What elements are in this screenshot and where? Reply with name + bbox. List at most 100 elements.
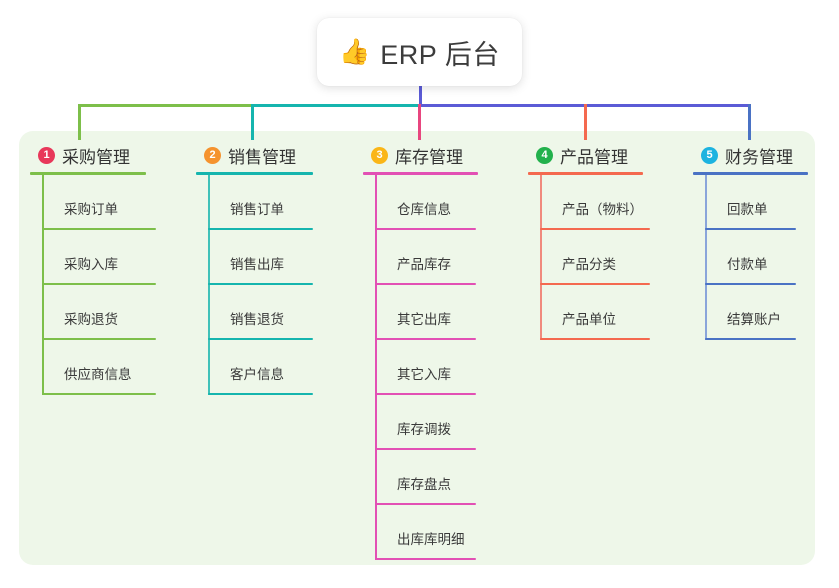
leaf-label: 其它出库: [397, 312, 451, 327]
leaf-label: 销售订单: [230, 202, 284, 217]
branch-header-1[interactable]: 1 采购管理: [30, 143, 146, 167]
branch-title-4: 产品管理: [560, 147, 628, 167]
thumbs-up-icon: 👍: [339, 37, 371, 66]
leaf-item[interactable]: 回款单: [693, 175, 808, 230]
branch-underline-2: [196, 172, 313, 175]
leaf-label: 库存盘点: [397, 477, 451, 492]
branch-items-3: 仓库信息产品库存其它出库其它入库库存调拨库存盘点出库库明细: [363, 175, 478, 560]
branch-badge-5: 5: [701, 146, 718, 164]
branch-spine-3: [375, 175, 377, 560]
branch-underline-1: [30, 172, 146, 175]
branch-badge-1: 1: [38, 146, 55, 164]
branch-column-2[interactable]: 2 销售管理销售订单销售出库销售退货客户信息: [196, 143, 313, 395]
leaf-label: 付款单: [727, 257, 768, 272]
leaf-item[interactable]: 其它入库: [363, 340, 478, 395]
leaf-underline: [42, 338, 156, 340]
root-title: ERP 后台: [380, 39, 500, 70]
leaf-item[interactable]: 付款单: [693, 230, 808, 285]
leaf-underline: [375, 558, 476, 560]
leaf-item[interactable]: 产品分类: [528, 230, 650, 285]
leaf-label: 产品库存: [397, 257, 451, 272]
leaf-underline: [208, 338, 313, 340]
leaf-underline: [540, 283, 650, 285]
branch-spine-5: [705, 175, 707, 340]
branch-column-1[interactable]: 1 采购管理采购订单采购入库采购退货供应商信息: [30, 143, 156, 395]
leaf-underline: [705, 283, 796, 285]
diagram-panel: [19, 131, 815, 565]
leaf-underline: [705, 338, 796, 340]
leaf-underline: [208, 228, 313, 230]
leaf-label: 供应商信息: [64, 367, 132, 382]
branch-items-2: 销售订单销售出库销售退货客户信息: [196, 175, 313, 395]
branch-underline-3: [363, 172, 478, 175]
leaf-underline: [42, 228, 156, 230]
leaf-item[interactable]: 产品单位: [528, 285, 650, 340]
branch-underline-4: [528, 172, 643, 175]
leaf-label: 结算账户: [727, 312, 781, 327]
leaf-label: 库存调拨: [397, 422, 451, 437]
root-node[interactable]: 👍 ERP 后台: [317, 18, 522, 86]
leaf-item[interactable]: 产品（物料）: [528, 175, 650, 230]
branch-header-5[interactable]: 5 财务管理: [693, 143, 808, 167]
leaf-underline: [375, 338, 476, 340]
leaf-item[interactable]: 库存调拨: [363, 395, 478, 450]
leaf-label: 产品（物料）: [562, 202, 643, 217]
leaf-item[interactable]: 库存盘点: [363, 450, 478, 505]
leaf-item[interactable]: 销售退货: [196, 285, 313, 340]
branch-badge-3: 3: [371, 146, 388, 164]
branch-badge-4: 4: [536, 146, 553, 164]
leaf-label: 采购入库: [64, 257, 118, 272]
leaf-item[interactable]: 采购订单: [30, 175, 156, 230]
leaf-item[interactable]: 仓库信息: [363, 175, 478, 230]
leaf-label: 销售退货: [230, 312, 284, 327]
branch-title-5: 财务管理: [725, 147, 793, 167]
leaf-label: 采购订单: [64, 202, 118, 217]
leaf-item[interactable]: 采购入库: [30, 230, 156, 285]
branch-title-3: 库存管理: [395, 147, 463, 167]
leaf-item[interactable]: 销售订单: [196, 175, 313, 230]
leaf-underline: [375, 283, 476, 285]
leaf-item[interactable]: 供应商信息: [30, 340, 156, 395]
branch-column-3[interactable]: 3 库存管理仓库信息产品库存其它出库其它入库库存调拨库存盘点出库库明细: [363, 143, 478, 560]
leaf-item[interactable]: 销售出库: [196, 230, 313, 285]
branch-spine-4: [540, 175, 542, 340]
leaf-underline: [375, 448, 476, 450]
branch-title-1: 采购管理: [62, 147, 130, 167]
leaf-underline: [375, 393, 476, 395]
leaf-label: 产品单位: [562, 312, 616, 327]
leaf-item[interactable]: 其它出库: [363, 285, 478, 340]
leaf-underline: [375, 503, 476, 505]
branch-underline-5: [693, 172, 808, 175]
leaf-label: 仓库信息: [397, 202, 451, 217]
leaf-underline: [42, 393, 156, 395]
branch-header-2[interactable]: 2 销售管理: [196, 143, 313, 167]
leaf-label: 客户信息: [230, 367, 284, 382]
branch-spine-2: [208, 175, 210, 395]
leaf-underline: [208, 393, 313, 395]
leaf-item[interactable]: 结算账户: [693, 285, 808, 340]
leaf-underline: [540, 338, 650, 340]
leaf-underline: [208, 283, 313, 285]
leaf-underline: [42, 283, 156, 285]
branch-header-4[interactable]: 4 产品管理: [528, 143, 643, 167]
leaf-item[interactable]: 产品库存: [363, 230, 478, 285]
branch-items-5: 回款单付款单结算账户: [693, 175, 808, 340]
leaf-underline: [540, 228, 650, 230]
leaf-label: 销售出库: [230, 257, 284, 272]
leaf-label: 其它入库: [397, 367, 451, 382]
branch-header-3[interactable]: 3 库存管理: [363, 143, 478, 167]
leaf-label: 采购退货: [64, 312, 118, 327]
leaf-label: 回款单: [727, 202, 768, 217]
branch-column-5[interactable]: 5 财务管理回款单付款单结算账户: [693, 143, 808, 340]
branch-column-4[interactable]: 4 产品管理产品（物料） 产品分类产品单位: [528, 143, 650, 340]
leaf-label: 产品分类: [562, 257, 616, 272]
leaf-item[interactable]: 客户信息: [196, 340, 313, 395]
branch-items-4: 产品（物料） 产品分类产品单位: [528, 175, 650, 340]
leaf-label: 出库库明细: [397, 532, 465, 547]
branch-badge-2: 2: [204, 146, 221, 164]
branch-title-2: 销售管理: [228, 147, 296, 167]
leaf-item[interactable]: 出库库明细: [363, 505, 478, 560]
leaf-item[interactable]: 采购退货: [30, 285, 156, 340]
leaf-underline: [705, 228, 796, 230]
branch-spine-1: [42, 175, 44, 395]
